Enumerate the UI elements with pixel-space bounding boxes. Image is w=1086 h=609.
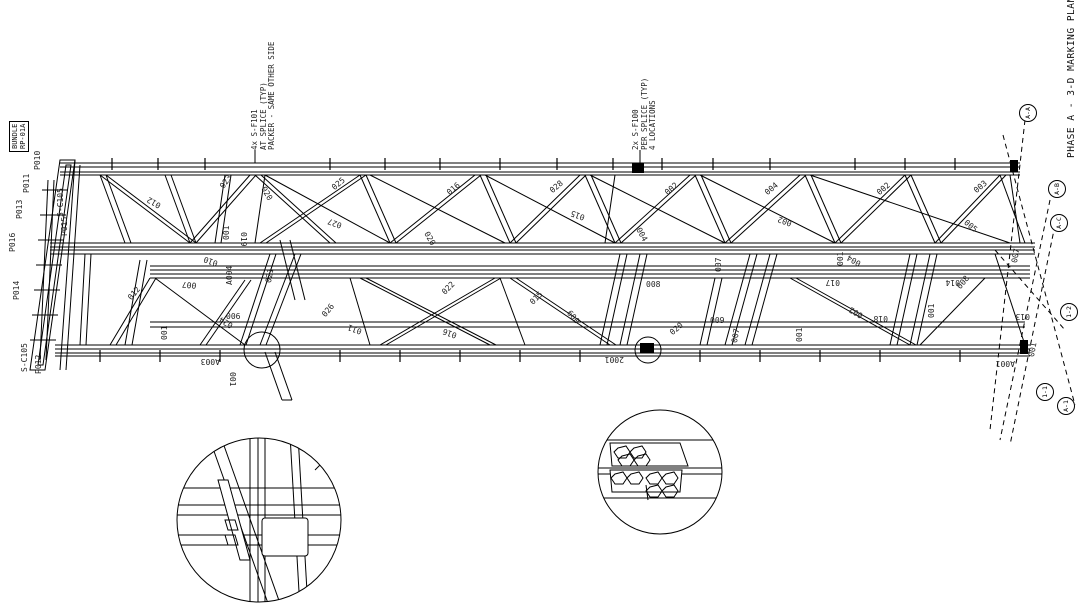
member-mark: 019 [239, 232, 248, 247]
bundle-tag: BUNDLE RP-01A [9, 120, 29, 152]
member-mark: 001 [795, 327, 804, 342]
member-mark: 2001 [604, 355, 624, 364]
lower-inner-chord [150, 321, 1025, 328]
member-mark: 007 [181, 279, 197, 290]
member-mark: 001 [228, 372, 237, 387]
member-mark: A001 [995, 359, 1015, 368]
detail-view-1 [176, 437, 342, 603]
bundle-tag-line-1: BUNDLE [11, 123, 19, 149]
grid-lines [989, 119, 1076, 446]
grid-label: 1-1 [1041, 386, 1049, 398]
part-label: P013 [15, 199, 24, 219]
part-label: P014 [12, 280, 21, 300]
splice-hanger [264, 239, 306, 401]
detail-view-2 [597, 409, 723, 535]
part-label: P011 [22, 173, 31, 193]
top-chord [60, 162, 1020, 176]
member-mark: 001 [927, 303, 936, 318]
callout-splice-f101: 4x S-F101 AT SPLICE (TYP) PACKER - SAME … [250, 41, 277, 150]
grid-bubble-1-2: 1-2 [1060, 303, 1078, 321]
grid-label: A-B [1053, 183, 1061, 195]
grid-label: 1-2 [1065, 306, 1073, 318]
detail-marker-2 [634, 336, 662, 364]
grid-bubble-1-1: 1-1 [1036, 383, 1054, 401]
middle-chord [50, 242, 1035, 255]
member-mark: 013 [1015, 312, 1030, 321]
part-label: S-C105 [56, 188, 65, 217]
grid-bubble-a-c: A-C [1050, 214, 1068, 232]
part-label: P015 [60, 216, 69, 236]
callout-splice-f100: 2x S-F100 PER SPLICE (TYP) 4 LOCATIONS [631, 78, 658, 150]
part-label: S-C105 [20, 343, 29, 372]
grid-label: A-1 [1062, 400, 1070, 412]
splice-blocks [632, 160, 1028, 354]
bolt-markers [99, 158, 961, 362]
bundle-frame [29, 159, 81, 371]
member-mark: 001 [160, 325, 169, 340]
member-mark: 006 [226, 312, 241, 321]
drawing-title: PHASE A - 3-D MARKING PLAN [1066, 0, 1077, 158]
member-mark: 008 [646, 280, 661, 289]
member-mark: 017 [825, 278, 840, 287]
member-mark: 007 [714, 257, 723, 272]
grid-bubble-a-1: A-1 [1057, 397, 1075, 415]
member-mark: 009 [710, 316, 725, 325]
part-label: P012 [34, 354, 43, 374]
grid-label: A-C [1055, 217, 1063, 229]
detail-marker-1 [243, 331, 281, 369]
member-mark: A004 [225, 265, 234, 285]
member-mark: A003 [200, 357, 220, 366]
grid-bubble-a-a: A-A [1019, 104, 1037, 122]
member-mark: 018 [873, 314, 888, 323]
callout-line: 4 LOCATIONS [648, 100, 657, 150]
callout-line: PACKER - SAME OTHER SIDE [267, 41, 276, 150]
grid-bubble-a-b: A-B [1048, 180, 1066, 198]
grid-label: A-A [1024, 107, 1032, 119]
part-label: P010 [33, 150, 42, 170]
verticals [214, 174, 1021, 244]
bolt-heads [610, 445, 679, 498]
inner-chord [150, 265, 1030, 279]
bottom-chord [55, 344, 1030, 357]
lower-diagonals [79, 253, 1026, 346]
member-mark: 001 [222, 225, 231, 240]
part-label: P016 [8, 232, 17, 252]
member-mark: 001 [836, 251, 845, 266]
bundle-tag-line-2: RP-01A [19, 123, 27, 149]
